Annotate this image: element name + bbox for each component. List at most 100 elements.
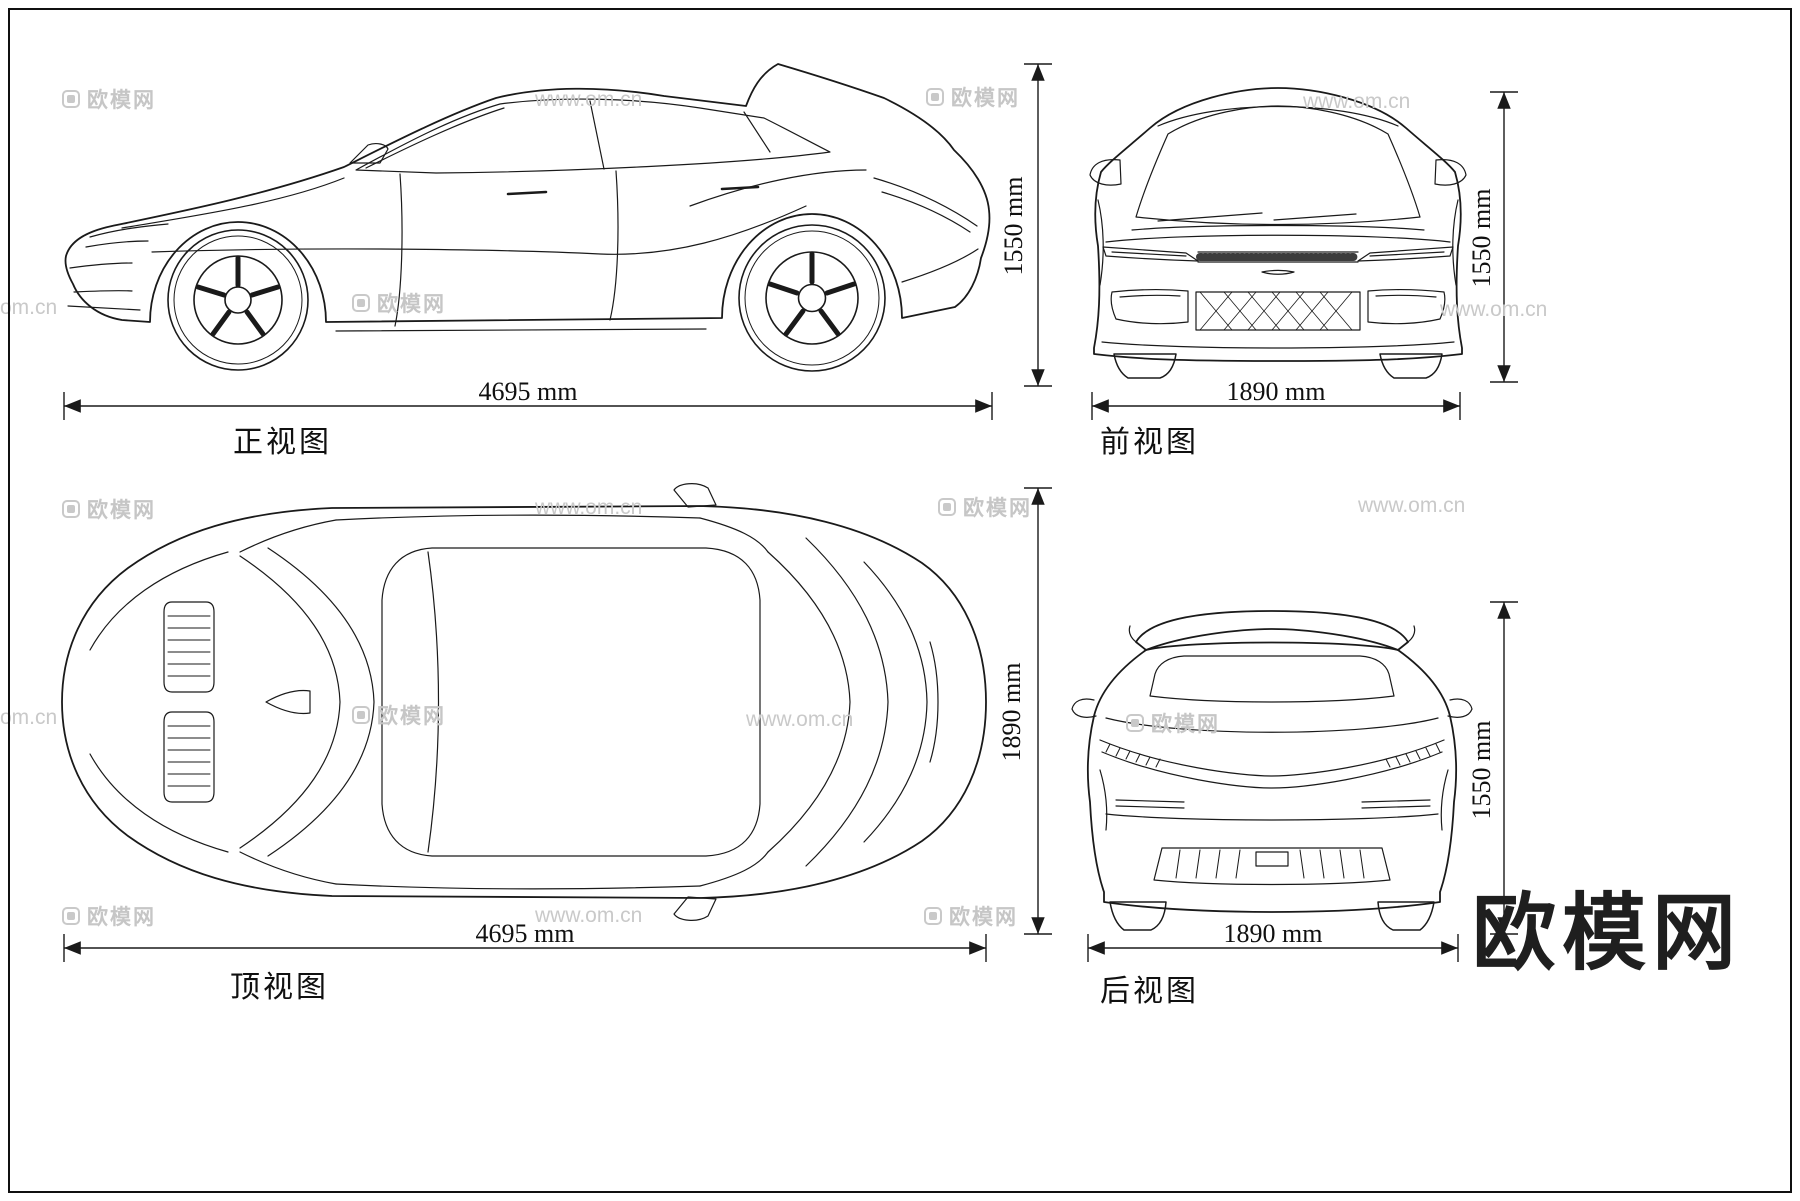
front-body-outline	[1093, 87, 1463, 362]
front-intake-left-line	[1119, 294, 1181, 298]
side-headlight	[89, 223, 169, 238]
front-width-dimension: 1890 mm	[1226, 377, 1326, 406]
top-antenna	[265, 689, 311, 715]
top-rear-glass-arc1	[239, 555, 341, 849]
watermark-url-clipped: om.cn	[0, 296, 57, 320]
top-dlo-lower	[335, 883, 701, 890]
rear-bumper-crease	[1105, 813, 1439, 821]
rear-wheel-left	[1109, 901, 1167, 931]
rear-view-label: 后视图	[1100, 975, 1199, 1008]
top-windshield-arc1	[767, 551, 851, 853]
watermark-brand: 欧模网	[62, 494, 156, 524]
side-haunch-line	[689, 169, 867, 207]
rear-reflector-right	[1361, 799, 1431, 809]
watermark-url: www.om.cn	[535, 88, 642, 112]
rear-diffuser-hatch	[1175, 849, 1365, 879]
watermark-logo-icon	[1126, 714, 1144, 732]
watermark-logo-icon	[352, 706, 370, 724]
side-taillight-swoosh1	[873, 177, 978, 227]
front-windshield	[1135, 105, 1421, 226]
front-emblem	[1261, 269, 1295, 275]
watermark-brand: 欧模网	[1126, 708, 1220, 738]
side-headlight-lower	[85, 240, 149, 248]
front-hood-crease2	[1131, 224, 1425, 231]
watermark-url-text: www.om.cn	[1440, 298, 1548, 321]
front-intake-right-line	[1375, 294, 1437, 298]
top-nose-arc	[929, 641, 939, 763]
dimension-lines	[63, 63, 1518, 962]
rear-deck-line	[1105, 717, 1439, 733]
watermark-logo-icon	[62, 90, 80, 108]
top-dlo-join4	[239, 851, 337, 885]
rear-window	[1149, 655, 1395, 703]
watermark-logo-icon	[926, 88, 944, 106]
watermark-brand: 欧模网	[938, 492, 1032, 522]
rear-reflector-left	[1115, 799, 1185, 809]
side-length-dimension: 4695 mm	[478, 377, 578, 406]
rear-height-dimension: 1550 mm	[1467, 720, 1496, 820]
watermark-logo-icon	[62, 907, 80, 925]
front-view-drawing	[1089, 87, 1467, 379]
front-mirror-right	[1434, 159, 1467, 186]
rear-flank-left	[1099, 769, 1108, 831]
top-mirror-upper	[673, 483, 717, 508]
watermark-brand-text: 欧模网	[951, 87, 1020, 110]
side-bumper-line2	[73, 289, 133, 293]
top-view-label: 顶视图	[230, 971, 329, 1004]
top-roof-seam	[427, 551, 440, 853]
side-bumper-lip	[67, 305, 141, 311]
top-vent-slats-lower	[167, 725, 211, 787]
top-tail-arc-lower	[89, 753, 229, 853]
top-dlo-join2	[699, 851, 769, 887]
side-height-dimension: 1550 mm	[999, 176, 1028, 276]
front-hood-crease1	[1105, 234, 1451, 243]
rear-diffuser	[1153, 847, 1391, 886]
watermark-brand: 欧模网	[62, 84, 156, 114]
front-intake-left	[1110, 289, 1189, 325]
side-rocker-line	[335, 328, 707, 332]
watermark-url-text: www.om.cn	[535, 88, 643, 111]
front-side-crease-left	[1097, 199, 1104, 286]
watermark-brand-text: 欧模网	[377, 293, 446, 316]
watermark-url-clipped: om.cn	[0, 706, 57, 730]
side-rear-wheel	[738, 224, 886, 372]
side-hood-crease	[121, 177, 345, 229]
watermark-logo-icon	[62, 500, 80, 518]
watermark-brand-text: 欧模网	[1151, 713, 1220, 736]
rear-wheel-right	[1377, 901, 1435, 931]
top-width-dimension: 1890 mm	[997, 662, 1026, 762]
front-headlight-right-line	[1369, 251, 1445, 257]
top-dlo-join3	[239, 519, 337, 553]
front-side-crease-right	[1452, 199, 1459, 286]
front-wheel-right	[1379, 353, 1443, 379]
side-a-pillar	[365, 107, 505, 169]
side-bumper-line1	[69, 262, 133, 269]
watermark-brand: 欧模网	[352, 700, 446, 730]
top-dlo-upper	[335, 514, 701, 521]
rear-mirror-right	[1447, 698, 1473, 718]
top-roof-panel	[381, 547, 761, 857]
rear-lightbar-hatch-right	[1385, 743, 1441, 768]
watermark-brand: 欧模网	[352, 288, 446, 318]
side-taillight-swoosh2	[881, 191, 971, 233]
side-view-label: 正视图	[233, 426, 332, 459]
rear-body-outline	[1087, 641, 1457, 913]
top-windshield-arc2	[805, 537, 889, 867]
side-body-outline	[64, 63, 991, 323]
side-rear-bumper-crease	[901, 248, 979, 283]
watermark-url-text: om.cn	[0, 706, 58, 729]
rear-flank-right	[1440, 769, 1449, 831]
watermark-logo-icon	[924, 907, 942, 925]
front-wheel-left	[1113, 353, 1177, 379]
front-headlight-left-line	[1111, 251, 1187, 257]
top-view-drawing	[61, 483, 987, 921]
top-body-outline	[61, 505, 987, 899]
side-window-outline	[355, 98, 831, 174]
watermark-brand-text: 欧模网	[963, 497, 1032, 520]
rear-diffuser-center	[1255, 851, 1289, 867]
side-door-handle-rear	[720, 185, 760, 191]
watermark-brand-text: 欧模网	[87, 499, 156, 522]
watermark-url: www.om.cn	[1358, 494, 1465, 518]
